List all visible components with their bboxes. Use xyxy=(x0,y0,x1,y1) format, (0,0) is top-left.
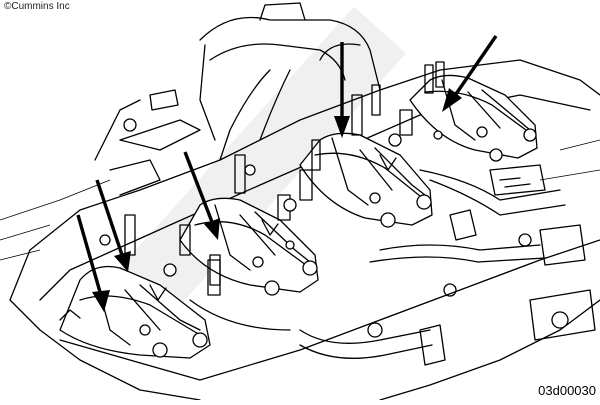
callout-arrow xyxy=(334,42,350,138)
fuel-lines xyxy=(189,164,596,366)
manifold xyxy=(94,2,381,196)
callout-arrow xyxy=(76,214,110,312)
copyright-text: ©Cummins Inc xyxy=(4,1,70,12)
callout-arrow xyxy=(95,179,131,272)
figure-id: 03d00030 xyxy=(538,383,596,398)
callout-arrows xyxy=(76,35,498,312)
cylinder-head xyxy=(0,59,600,401)
rocker-assembly-4 xyxy=(399,61,538,162)
rocker-assembly-3 xyxy=(277,132,433,228)
callout-arrow xyxy=(183,151,220,240)
callout-arrow xyxy=(442,35,498,112)
